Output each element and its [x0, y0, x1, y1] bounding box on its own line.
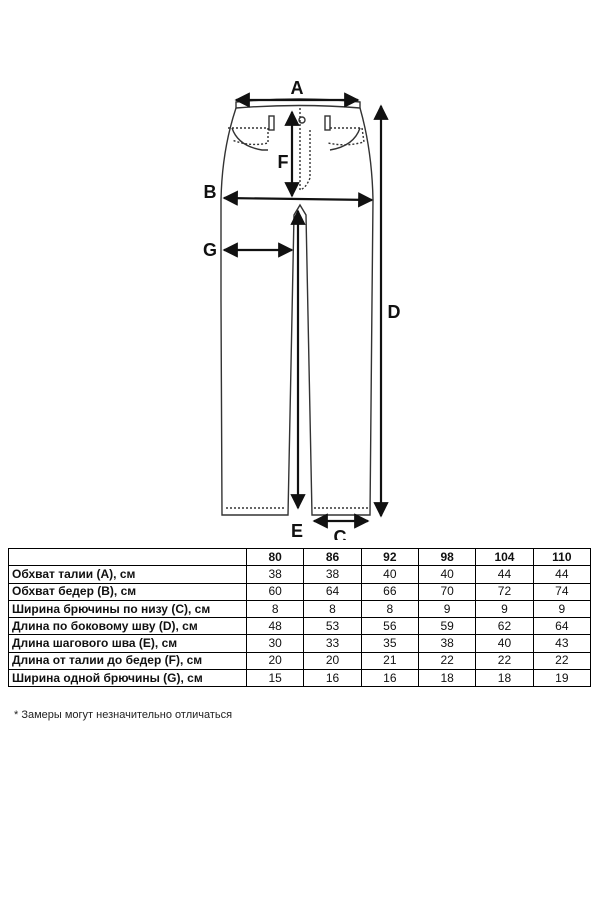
- table-cell: 33: [303, 634, 362, 653]
- table-cell: 22: [532, 651, 592, 671]
- label-d: D: [388, 302, 401, 322]
- label-g: G: [203, 240, 217, 260]
- table-cell: 9: [532, 599, 592, 619]
- table-cell: 16: [303, 669, 362, 688]
- size-header-row: 80 86 92 98 104 110: [8, 547, 592, 567]
- table-cell: 48: [245, 617, 305, 636]
- table-cell: 38: [245, 565, 305, 584]
- label-f: F: [278, 152, 289, 172]
- table-cell: 64: [303, 582, 362, 601]
- table-cell: 62: [475, 617, 534, 636]
- table-cell: 38: [303, 565, 362, 584]
- footnote: * Замеры могут незначительно отличаться: [14, 709, 233, 721]
- size-header: 92: [360, 547, 419, 567]
- row-label: Ширина одной брючины (G), см: [8, 669, 247, 688]
- table-cell: 18: [475, 669, 534, 688]
- table-cell: 44: [532, 565, 592, 584]
- table-cell: 66: [360, 582, 419, 601]
- size-header: 110: [532, 547, 592, 567]
- measurement-arrows: [222, 92, 389, 529]
- table-cell: 74: [532, 582, 592, 601]
- table-cell: 22: [475, 651, 534, 671]
- table-cell: 9: [475, 599, 534, 619]
- row-label: Обхват бедер (B), см: [8, 582, 247, 601]
- table-cell: 15: [245, 669, 305, 688]
- size-header: 104: [475, 547, 534, 567]
- row-label: Длина по боковому шву (D), см: [8, 617, 247, 636]
- table-cell: 8: [245, 599, 305, 619]
- table-cell: 40: [417, 565, 477, 584]
- label-b: B: [204, 182, 217, 202]
- table-cell: 21: [360, 651, 419, 671]
- table-cell: 16: [360, 669, 419, 688]
- table-cell: 8: [303, 599, 362, 619]
- table-cell: 56: [360, 617, 419, 636]
- size-header: 98: [417, 547, 477, 567]
- table-cell: 60: [245, 582, 305, 601]
- table-cell: 64: [532, 617, 592, 636]
- table-cell: 19: [532, 669, 592, 688]
- table-cell: 30: [245, 634, 305, 653]
- row-label: Ширина брючины по низу (C), см: [8, 599, 247, 619]
- size-table: 80 86 92 98 104 110 Обхват талии (A), см…: [8, 547, 592, 688]
- row-label: Длина шагового шва (E), см: [8, 634, 247, 653]
- arrow-b: [222, 190, 374, 208]
- table-cell: 40: [360, 565, 419, 584]
- label-e: E: [291, 521, 303, 540]
- table-cell: 20: [303, 651, 362, 671]
- table-cell: 43: [532, 634, 592, 653]
- table-cell: 70: [417, 582, 477, 601]
- label-c: C: [334, 527, 347, 540]
- pants-outline: [220, 98, 374, 516]
- table-cell: 40: [475, 634, 534, 653]
- row-label: Длина от талии до бедер (F), см: [8, 651, 247, 671]
- table-cell: 59: [417, 617, 477, 636]
- table-cell: 35: [360, 634, 419, 653]
- header-blank-cell: [8, 547, 247, 567]
- table-cell: 53: [303, 617, 362, 636]
- table-cell: 38: [417, 634, 477, 653]
- table-cell: 72: [475, 582, 534, 601]
- table-cell: 22: [417, 651, 477, 671]
- table-cell: 8: [360, 599, 419, 619]
- size-header: 80: [245, 547, 305, 567]
- label-a: A: [291, 78, 304, 98]
- row-label: Обхват талии (A), см: [8, 565, 247, 584]
- table-cell: 18: [417, 669, 477, 688]
- size-header: 86: [303, 547, 362, 567]
- pants-measurement-diagram: A B C D E F G: [203, 78, 401, 540]
- table-cell: 44: [475, 565, 534, 584]
- table-cell: 9: [417, 599, 477, 619]
- table-cell: 20: [245, 651, 305, 671]
